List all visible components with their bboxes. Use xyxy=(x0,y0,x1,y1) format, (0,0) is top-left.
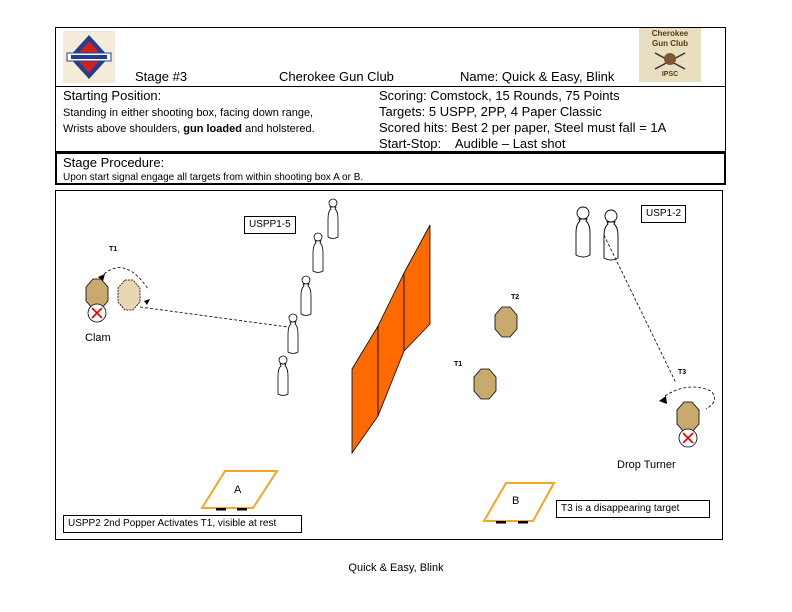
left-logo xyxy=(63,31,115,83)
starting-line2-mid: and xyxy=(241,123,267,135)
drop-turner-target xyxy=(603,234,715,448)
starting-line2-bold: gun loaded xyxy=(183,123,242,135)
popper-usp2 xyxy=(603,209,619,261)
t3-label: T3 xyxy=(678,369,687,376)
right-logo-line1: Cherokee xyxy=(651,29,689,38)
popper-uspp5 xyxy=(277,355,289,396)
starting-position-title: Starting Position: xyxy=(63,88,162,103)
t2-label: T2 xyxy=(511,294,520,301)
shooting-box-b xyxy=(482,482,556,524)
popper-uspp4 xyxy=(287,313,299,354)
starting-line2-post: holstered. xyxy=(266,123,315,135)
procedure-text: Upon start signal engage all targets fro… xyxy=(63,172,364,183)
note-left: USPP2 2nd Popper Activates T1, visible a… xyxy=(63,515,302,533)
drop-turner-label: Drop Turner xyxy=(617,459,676,471)
procedure-box: Stage Procedure: Upon start signal engag… xyxy=(55,152,726,185)
scoring-text: Scoring: Comstock, 15 Rounds, 75 Points xyxy=(379,88,620,103)
popper-usp1 xyxy=(575,206,591,258)
right-logo: Cherokee Gun Club IPSC xyxy=(639,28,701,82)
target-t1-mid xyxy=(473,368,497,400)
clam-target xyxy=(85,267,289,328)
club-name: Cherokee Gun Club xyxy=(279,69,394,84)
stage-name: Name: Quick & Easy, Blink xyxy=(460,69,615,84)
box-b-label: B xyxy=(512,495,520,507)
header-box: Cherokee Gun Club IPSC Stage #3 Cherokee… xyxy=(55,27,726,87)
procedure-title: Stage Procedure: xyxy=(63,155,165,170)
uspp-left-label: USPP1-5 xyxy=(244,216,296,234)
stage-number: Stage #3 xyxy=(135,69,188,84)
t1-mid-label: T1 xyxy=(454,361,463,368)
right-logo-line2: Gun Club xyxy=(652,39,688,48)
scored-hits-text: Scored hits: Best 2 per paper, Steel mus… xyxy=(379,120,667,135)
orange-barrier xyxy=(351,224,431,455)
note-right: T3 is a disappearing target xyxy=(556,500,710,518)
popper-uspp1 xyxy=(327,198,339,239)
target-t2 xyxy=(494,306,518,338)
popper-uspp2 xyxy=(312,232,324,273)
uspp-right-label: USP1-2 xyxy=(641,205,687,223)
targets-text: Targets: 5 USPP, 2PP, 4 Paper Classic xyxy=(379,104,602,119)
popper-uspp3 xyxy=(300,275,312,316)
clam-label: Clam xyxy=(85,332,111,344)
starting-position-line1: Standing in either shooting box, facing … xyxy=(63,107,314,119)
stage-diagram: USPP1-5 USP1-2 T1 Clam T2 T1 T3 Drop Tur… xyxy=(55,190,723,540)
shooting-box-a xyxy=(200,470,279,511)
footer-caption: Quick & Easy, Blink xyxy=(348,562,444,574)
start-stop-text: Start-Stop: Audible – Last shot xyxy=(379,136,566,151)
info-box: Starting Position: Standing in either sh… xyxy=(55,86,726,152)
box-a-label: A xyxy=(234,484,242,496)
t1-left-label: T1 xyxy=(109,246,118,253)
starting-position-line2: Wrists above shoulders, gun loaded and h… xyxy=(63,121,315,137)
right-logo-line3: IPSC xyxy=(661,71,679,78)
starting-line2-pre: Wrists above shoulders, xyxy=(63,123,184,135)
